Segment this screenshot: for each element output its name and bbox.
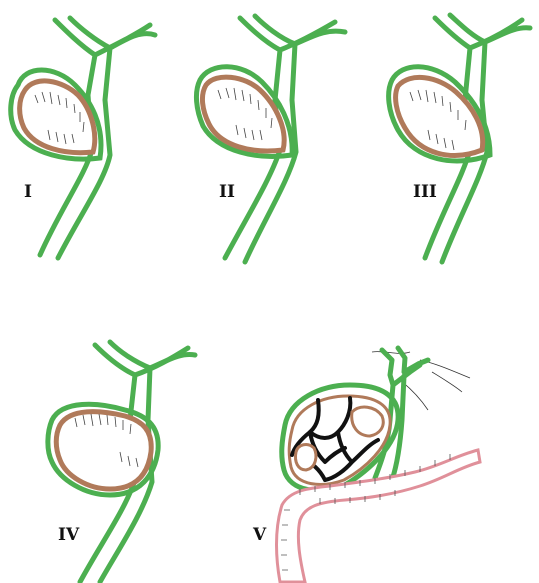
panel-2: II <box>196 16 345 262</box>
panel-label-4: IV <box>58 525 80 545</box>
panel-4: IV <box>48 342 195 582</box>
panel-label-5: V <box>252 525 267 545</box>
panel-label-2: II <box>219 182 235 202</box>
panel-label-1: I <box>24 182 32 202</box>
panel-5: V <box>252 348 480 582</box>
panel-1: I <box>11 18 155 258</box>
gallstone-4 <box>56 412 151 489</box>
panel-label-3: III <box>413 182 437 202</box>
panel-3: III <box>389 15 530 262</box>
